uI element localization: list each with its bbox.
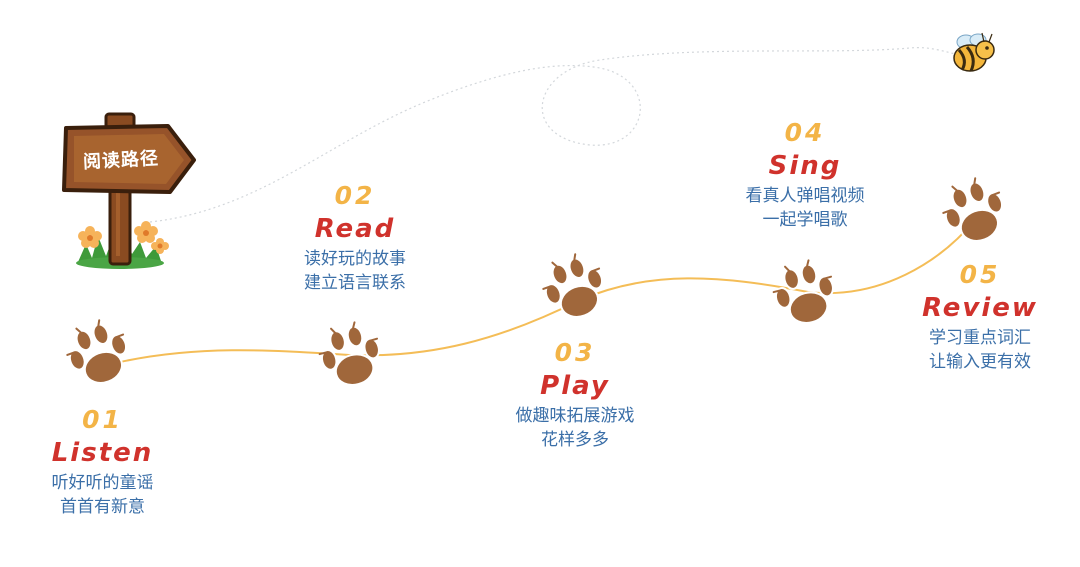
step-description-line: 首首有新意 bbox=[60, 497, 145, 517]
step-title: Read bbox=[314, 214, 396, 244]
step-number: 05 bbox=[959, 260, 1001, 289]
step-play: 03 Play 做趣味拓展游戏 花样多多 bbox=[490, 338, 660, 452]
step-description-line: 读好玩的故事 bbox=[304, 249, 406, 269]
paw-print-icon bbox=[942, 177, 1004, 242]
step-description: 听好听的童谣 首首有新意 bbox=[30, 471, 175, 519]
flower-icon bbox=[134, 221, 158, 243]
step-description-line: 让输入更有效 bbox=[929, 352, 1031, 372]
step-description-line: 一起学唱歌 bbox=[762, 210, 848, 230]
paw-print-icon bbox=[318, 321, 380, 386]
step-description-line: 听好听的童谣 bbox=[51, 473, 154, 493]
step-title: Review bbox=[922, 293, 1038, 323]
flower-icon bbox=[151, 238, 169, 254]
paw-print-icon bbox=[66, 319, 128, 384]
step-description-line: 建立语言联系 bbox=[304, 273, 406, 293]
step-listen: 01 Listen 听好听的童谣 首首有新意 bbox=[30, 405, 175, 519]
step-number: 02 bbox=[334, 181, 376, 210]
step-description: 看真人弹唱视频 一起学唱歌 bbox=[720, 184, 890, 232]
step-description-line: 做趣味拓展游戏 bbox=[515, 406, 635, 426]
step-description: 做趣味拓展游戏 花样多多 bbox=[490, 404, 660, 452]
step-number: 04 bbox=[784, 118, 826, 147]
step-sing: 04 Sing 看真人弹唱视频 一起学唱歌 bbox=[720, 118, 890, 232]
step-title: Play bbox=[540, 371, 610, 401]
signpost-icon bbox=[62, 112, 196, 269]
paw-print-icon bbox=[542, 253, 604, 318]
step-description-line: 学习重点词汇 bbox=[929, 328, 1031, 348]
step-read: 02 Read 读好玩的故事 建立语言联系 bbox=[275, 181, 435, 295]
step-description: 读好玩的故事 建立语言联系 bbox=[275, 247, 435, 295]
step-title: Listen bbox=[51, 438, 154, 468]
flower-icon bbox=[78, 226, 102, 248]
step-number: 01 bbox=[82, 405, 123, 434]
step-title: Sing bbox=[768, 151, 842, 181]
step-description-line: 花样多多 bbox=[541, 430, 609, 450]
step-description: 学习重点词汇 让输入更有效 bbox=[900, 326, 1060, 374]
step-review: 05 Review 学习重点词汇 让输入更有效 bbox=[900, 260, 1060, 374]
step-number: 03 bbox=[554, 338, 596, 367]
step-description-line: 看真人弹唱视频 bbox=[745, 186, 865, 206]
paw-print-icon bbox=[772, 259, 834, 324]
